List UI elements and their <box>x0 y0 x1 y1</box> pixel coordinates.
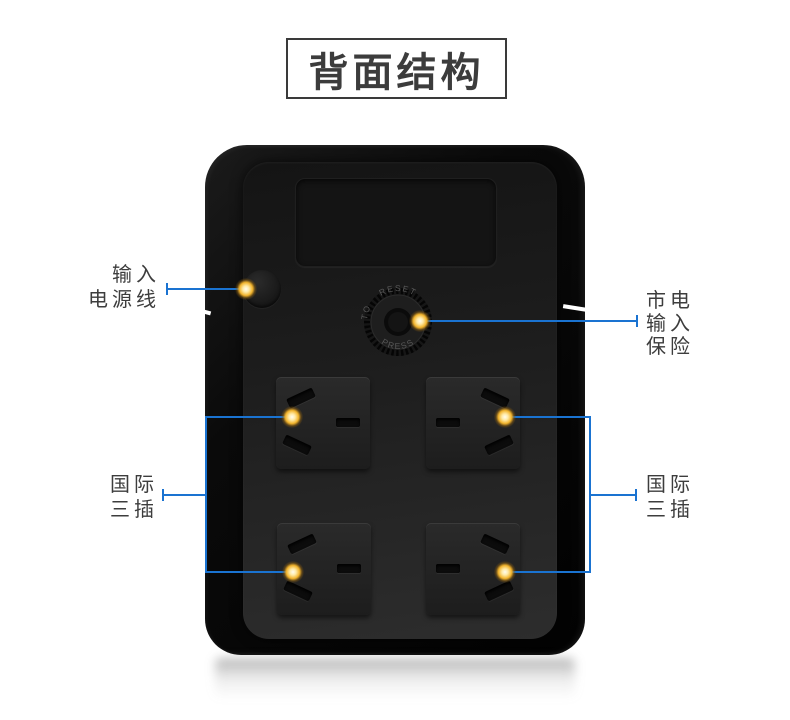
label-intl-socket-left: 国际 三插 <box>58 473 158 523</box>
callout-bracket-left-bottom <box>206 571 294 573</box>
callout-bracket-right-stem <box>589 494 637 496</box>
fuse-text-reset: RESET <box>377 283 417 298</box>
callout-dot-mains-fuse <box>409 310 431 332</box>
socket-slot <box>283 580 313 602</box>
socket-slot <box>287 533 317 555</box>
callout-dot-socket-top-left <box>281 406 303 428</box>
socket-slot <box>336 418 360 427</box>
label-line: 输入 <box>646 313 694 335</box>
callout-line-mains-fuse <box>420 320 638 322</box>
callout-bracket-left-stem <box>163 494 207 496</box>
ups-back-panel: RESET TO PRESS <box>205 145 585 655</box>
callout-bracket-right-top <box>504 416 591 418</box>
callout-dot-socket-bottom-left <box>282 561 304 583</box>
label-line: 国际 <box>646 474 694 496</box>
label-line: 三插 <box>646 499 694 521</box>
label-line: 三插 <box>110 499 158 521</box>
label-intl-socket-right: 国际 三插 <box>646 473 736 523</box>
label-line: 国际 <box>110 474 158 496</box>
svg-text:PRESS: PRESS <box>380 336 416 351</box>
callout-dot-input-power <box>235 278 257 300</box>
socket-slot <box>484 434 514 456</box>
device-reflection <box>215 658 575 706</box>
fuse-button <box>388 312 408 332</box>
callout-tick-mains-fuse <box>636 315 638 327</box>
socket-slot <box>484 580 514 602</box>
fuse-text-to: TO <box>359 303 371 320</box>
label-line: 输入 <box>112 264 160 286</box>
callout-tick-intl-left <box>162 489 164 501</box>
socket-slot <box>337 564 361 573</box>
callout-dot-socket-bottom-right <box>494 561 516 583</box>
label-line: 市电 <box>646 290 694 312</box>
socket-slot <box>282 434 312 456</box>
page-title: 背面结构 <box>308 50 485 95</box>
label-input-power: 输入 电源线 <box>60 263 160 313</box>
callout-tick-intl-right <box>635 489 637 501</box>
callout-dot-socket-top-right <box>494 406 516 428</box>
svg-text:RESET: RESET <box>377 283 418 298</box>
socket-slot <box>436 418 460 427</box>
label-line: 保险 <box>646 336 694 358</box>
svg-text:TO: TO <box>359 303 373 320</box>
label-mains-fuse: 市电 输入 保险 <box>646 290 716 359</box>
fuse-text-press: PRESS <box>380 336 415 351</box>
callout-bracket-right-bottom <box>504 571 591 573</box>
socket-slot <box>480 533 510 555</box>
callout-line-input-power <box>166 288 248 290</box>
socket-slot <box>436 564 460 573</box>
title-box: 背面结构 <box>286 38 507 99</box>
vent-plate <box>295 178 497 267</box>
label-line: 电源线 <box>88 289 160 311</box>
callout-bracket-left-top <box>206 416 293 418</box>
